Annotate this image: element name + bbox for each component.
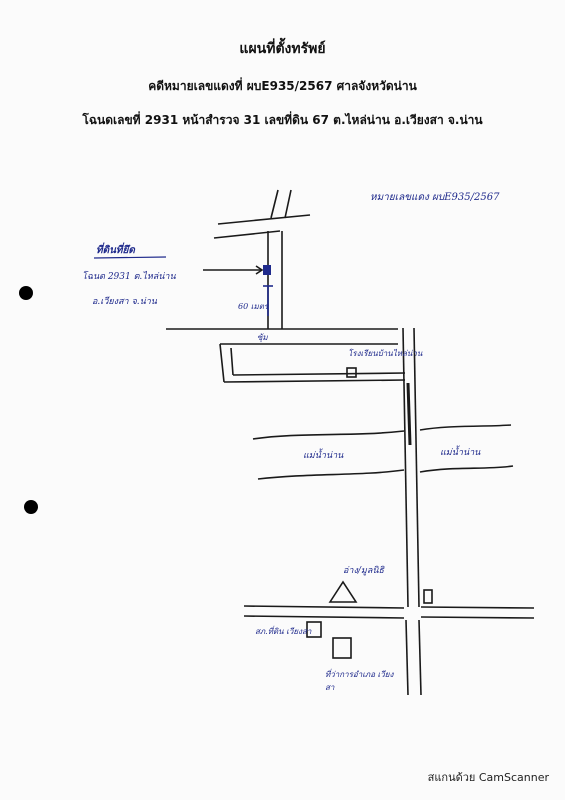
binder-hole — [19, 286, 33, 300]
main-road-left — [402, 327, 409, 608]
deed-reference-handwritten: โฉนด 2931 ต.ไหล่น่าน — [82, 272, 176, 282]
road-branch-left-a — [219, 343, 225, 383]
river-bank-lower-right — [419, 465, 514, 473]
road-south-left — [405, 619, 409, 696]
road-bottom-right-upper — [420, 606, 535, 609]
arrowhead — [255, 265, 264, 275]
river-bank-lower-left — [257, 469, 405, 480]
district-office-marker — [332, 637, 352, 659]
river-bank-upper-right — [419, 424, 512, 431]
district-office-label: ที่ว่าการอำเภอ เวียงสา — [325, 670, 394, 692]
road-bottom-left-upper — [243, 605, 405, 609]
label-underline — [93, 256, 167, 259]
police-station-label: สภ.ที่ดิน เวียงสา — [255, 627, 312, 636]
small-building-marker — [423, 589, 433, 604]
gate-label: ซุ้ม — [257, 333, 268, 342]
property-marker — [263, 265, 271, 275]
road-north-right — [284, 189, 292, 219]
road-top-lower — [213, 230, 281, 239]
distance-label: 60 เมตร — [238, 302, 269, 311]
temple-triangle-icon — [328, 580, 358, 603]
school-label: โรงเรียนบ้านไหล่น่าน — [348, 349, 423, 358]
temple-label: อ่าง/มูลนิธิ — [343, 566, 384, 576]
road-south-right — [418, 619, 422, 696]
police-station-marker — [306, 621, 322, 638]
case-number-line: คดีหมายเลขแดงที่ ผบE935/2567 ศาลจังหวัดน… — [148, 79, 417, 93]
document-title: แผนที่ตั้งทรัพย์ — [239, 41, 326, 57]
road-top-upper — [217, 214, 311, 225]
road-school-upper — [232, 372, 406, 376]
road-school-lower — [223, 379, 406, 383]
river-label-right: แม่น้ำน่าน — [440, 448, 481, 458]
deed-info-line: โฉนดเลขที่ 2931 หน้าสำรวจ 31 เลขที่ดิน 6… — [82, 113, 483, 127]
district-reference-handwritten: อ.เวียงสา จ.น่าน — [92, 297, 157, 307]
case-reference-handwritten: หมายเลขแดง ผบE935/2567 — [370, 192, 500, 203]
river-label-left: แม่น้ำน่าน — [303, 451, 344, 461]
road-bottom-left-lower — [243, 615, 405, 619]
bridge-mark — [406, 382, 412, 446]
road-north-left — [270, 189, 279, 219]
binder-hole — [24, 500, 38, 514]
river-bank-upper-left — [252, 430, 405, 440]
road-bottom-right-lower — [420, 616, 535, 619]
school-marker — [346, 367, 357, 378]
main-road-right — [413, 327, 420, 608]
scanner-watermark: สแกนด้วย CamScanner — [427, 771, 549, 784]
road-branch-left-b — [230, 347, 234, 376]
seized-land-label: ที่ดินที่ยึด — [96, 245, 135, 256]
